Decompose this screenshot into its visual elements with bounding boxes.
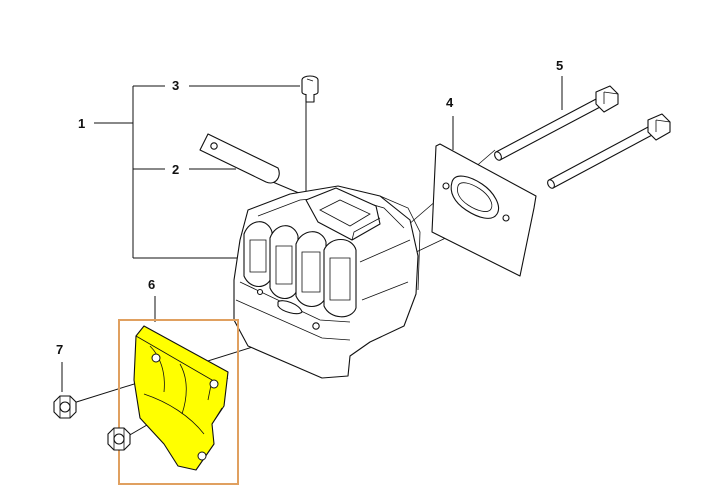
part-6-bracket xyxy=(133,325,229,471)
nut-right xyxy=(107,427,131,451)
callout-6: 6 xyxy=(148,277,155,292)
callout-2: 2 xyxy=(172,162,179,177)
part-7-nuts xyxy=(53,395,131,451)
part-5-bolts xyxy=(494,85,671,189)
callout-3: 3 xyxy=(172,78,179,93)
part-1-muffler xyxy=(233,185,421,379)
part-4-gasket xyxy=(431,143,537,277)
part-2-plate xyxy=(199,133,280,184)
highlight-box-part-6 xyxy=(118,319,239,485)
callout-5: 5 xyxy=(556,58,563,73)
bracket-highlight xyxy=(133,325,229,471)
callout-1: 1 xyxy=(78,116,85,131)
callout-7: 7 xyxy=(56,342,63,357)
nut-left xyxy=(53,395,77,419)
part-3-screw xyxy=(301,75,319,103)
callout-4: 4 xyxy=(446,95,454,110)
